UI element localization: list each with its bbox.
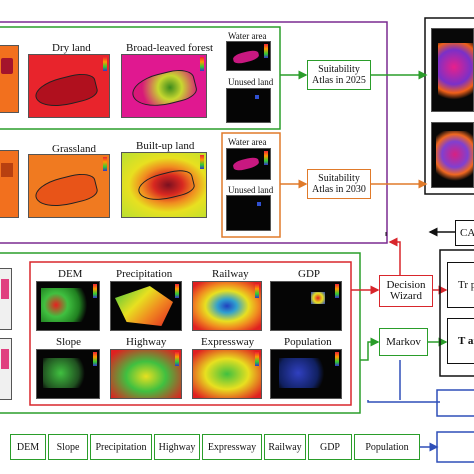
bottom-item-railway: Railway: [264, 434, 306, 460]
blue-connector-1: [367, 400, 440, 403]
map-water-area-1: [226, 41, 271, 71]
right-group-frame: [439, 249, 474, 377]
suitability-atlas-2025: Suitability Atlas in 2025: [307, 60, 371, 90]
label-built-up-land: Built-up land: [136, 140, 195, 152]
bottom-item-slope: Slope: [48, 434, 88, 460]
top-panel-frame: [0, 21, 388, 244]
label-highway: Highway: [126, 336, 167, 348]
ca-box: CA: [455, 220, 474, 246]
map-unused-land-2: [226, 195, 271, 231]
arrow-wizard-up: [388, 237, 401, 275]
suitability-atlas-2030: Suitability Atlas in 2030: [307, 169, 371, 199]
bottom-item-expressway: Expressway: [202, 434, 262, 460]
bottom-item-highway: Highway: [154, 434, 200, 460]
bottom-item-precipitation: Precipitation: [90, 434, 152, 460]
map-expressway: [192, 349, 262, 399]
blue-box-2: [436, 431, 474, 463]
label-unused-land-2: Unused land: [228, 185, 274, 195]
label-unused-land-1: Unused land: [228, 77, 274, 87]
map-dem: [36, 281, 100, 331]
decision-wizard-box: Decision Wizard: [379, 275, 433, 307]
map-partial-left-1: [0, 45, 19, 113]
bottom-item-population: Population: [354, 434, 420, 460]
output-map-2030: [431, 122, 474, 188]
label-grassland: Grassland: [52, 143, 96, 155]
map-railway: [192, 281, 262, 331]
map-dry-land: [28, 54, 110, 118]
label-water-area-2: Water area: [228, 137, 267, 147]
map-partial-left-3: [0, 268, 12, 330]
map-water-area-2: [226, 148, 271, 180]
map-gdp: [270, 281, 342, 331]
label-precipitation: Precipitation: [116, 268, 173, 280]
label-expressway: Expressway: [201, 336, 255, 348]
output-frame: [424, 17, 474, 195]
label-water-area-1: Water area: [228, 31, 267, 41]
map-unused-land-1: [226, 88, 271, 123]
map-precipitation: [110, 281, 182, 331]
middle-green-frame: [0, 252, 361, 414]
map-partial-left-4: [0, 338, 12, 400]
map-grassland: [28, 154, 110, 218]
map-partial-left-2: [0, 150, 19, 218]
bottom-item-gdp: GDP: [308, 434, 352, 460]
label-dem: DEM: [58, 268, 83, 280]
label-slope: Slope: [56, 336, 82, 348]
label-broad-leaved-forest: Broad-leaved forest: [126, 42, 214, 54]
group-2030-frame: [221, 132, 281, 238]
markov-box: Markov: [379, 328, 428, 356]
map-highway: [110, 349, 182, 399]
right-box-1: Tr pr: [447, 262, 474, 308]
label-railway: Railway: [212, 268, 249, 280]
label-dry-land: Dry land: [52, 42, 91, 54]
factor-frame: [29, 261, 352, 406]
output-map-2025: [431, 28, 474, 112]
label-population: Population: [284, 336, 332, 348]
arrow-to-markov: [360, 337, 380, 361]
map-broad-leaved-forest: [121, 54, 207, 118]
right-box-2: T ar: [447, 318, 474, 364]
group-2025-frame: [0, 26, 281, 130]
map-population: [270, 349, 342, 399]
bottom-item-dem: DEM: [10, 434, 46, 460]
blue-box: [436, 389, 474, 417]
map-built-up-land: [121, 152, 207, 218]
map-slope: [36, 349, 100, 399]
label-gdp: GDP: [298, 268, 321, 280]
